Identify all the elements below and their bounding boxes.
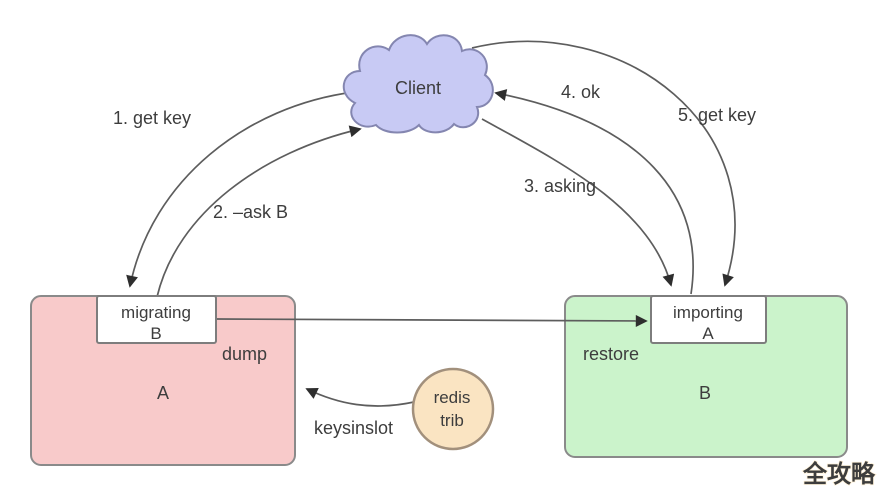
migrating-tab — [96, 295, 217, 344]
migrating-tab-label-line1: migrating — [121, 303, 191, 322]
node-b-label: B — [699, 383, 711, 403]
restore-label: restore — [583, 344, 639, 364]
watermark: 全攻略 — [802, 460, 876, 488]
arrow-1-get-key — [126, 91, 355, 288]
node-a-label: A — [157, 383, 169, 403]
importing-tab-label-line1: importing — [673, 303, 743, 322]
edge-2-label: 2. –ask B — [213, 202, 288, 222]
migrating-tab-label-line2: B — [150, 324, 161, 343]
edge-5-label: 5. get key — [678, 105, 756, 125]
client-label: Client — [395, 78, 441, 98]
client-cloud — [342, 34, 494, 134]
arrow-5-get-key — [471, 40, 736, 287]
edge-1-label: 1. get key — [113, 108, 191, 128]
edge-4-label: 4. ok — [561, 82, 601, 102]
arrow-keysinslot — [305, 388, 415, 407]
keysinslot-label: keysinslot — [314, 418, 393, 438]
importing-tab-label-line2: A — [702, 324, 714, 343]
redis-trib-label-line2: trib — [440, 411, 464, 430]
edge-3-label: 3. asking — [524, 176, 596, 196]
redis-trib-circle — [411, 367, 495, 451]
importing-tab — [650, 295, 767, 344]
redis-trib-label-line1: redis — [434, 388, 471, 407]
arrow-3-asking — [481, 118, 675, 287]
arrow-2-ask-b — [156, 125, 362, 298]
arrow-dump-restore — [215, 314, 648, 327]
arrow-4-ok — [494, 89, 694, 295]
dump-label: dump — [222, 344, 267, 364]
